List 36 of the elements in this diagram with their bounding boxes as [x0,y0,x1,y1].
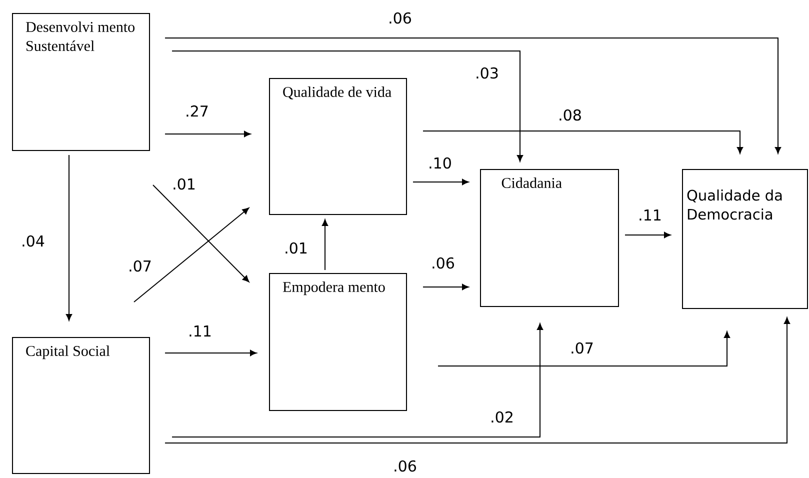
box: Qualidade de vida [269,78,407,215]
edge-label: .07 [572,342,593,354]
edge-label: .07 [130,260,151,272]
arrow [134,208,250,302]
arrow [164,350,257,356]
edge-label: .01 [174,178,195,190]
edge-label: .06 [390,12,411,24]
arrow [422,284,469,290]
box: Desenvolvi mento Sustentável [12,13,150,151]
arrow [172,323,544,438]
arrow [438,331,730,366]
edge-label: .03 [476,67,498,79]
box: Capital Social [12,337,150,474]
edge-label: .01 [286,242,307,254]
arrow [322,219,328,270]
box: Cidadania [480,169,619,307]
box: Qualidade da Democracia [682,169,808,309]
edge-label: .11 [640,210,661,220]
edge-label: .08 [560,109,581,121]
arrow [624,232,671,238]
edge-label: .10 [430,157,451,169]
edge-label: .06 [432,257,454,269]
arrow [164,130,251,138]
edge-label: .06 [394,460,416,472]
edge-label: .11 [190,326,211,336]
edge-label: .27 [186,105,208,117]
arrow [164,317,790,444]
edge-label: .04 [22,235,44,247]
arrow [66,154,72,321]
arrow [422,130,744,154]
arrow [164,38,782,154]
arrow [172,50,524,162]
arrow [412,178,469,186]
box: Empodera mento [269,273,407,411]
edge-label: .02 [492,411,512,423]
arrow [152,184,250,282]
